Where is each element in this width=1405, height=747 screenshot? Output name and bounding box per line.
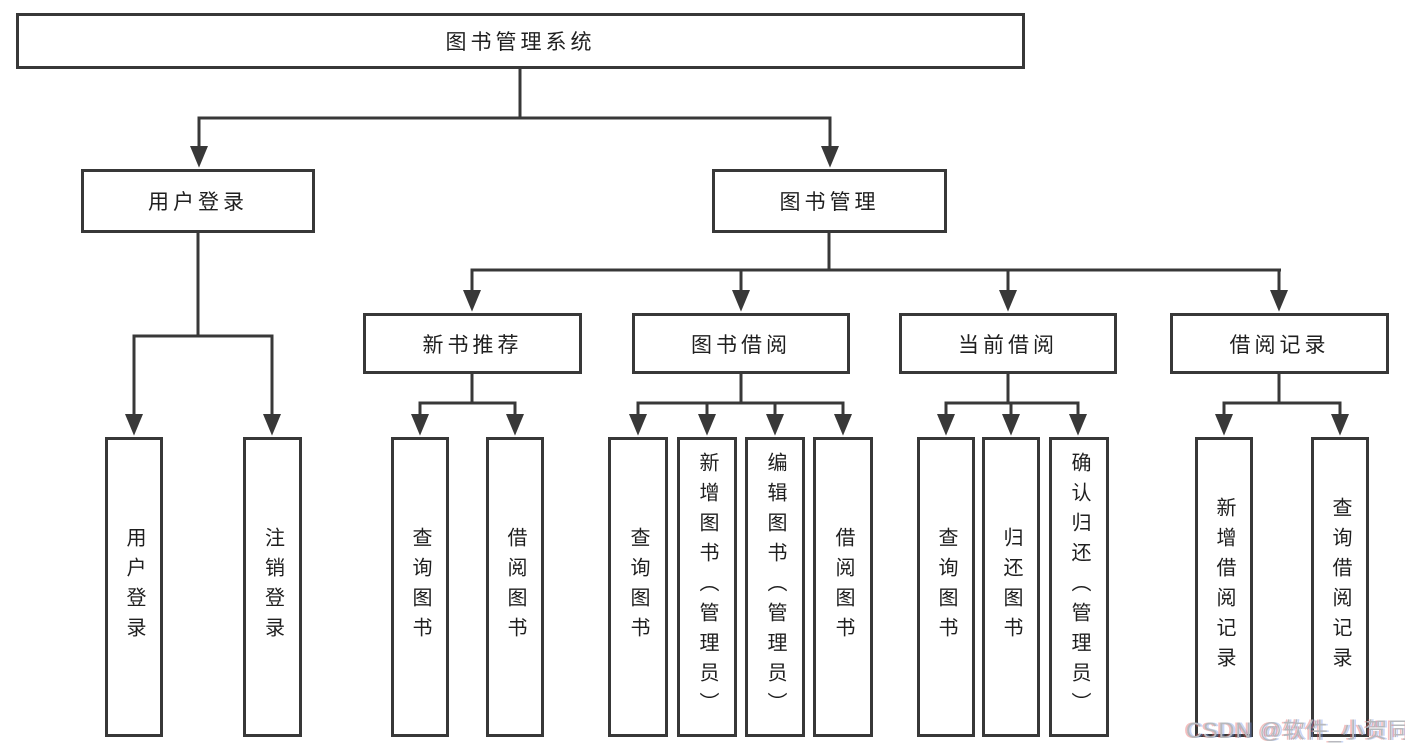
node-label: 借阅图书 bbox=[832, 527, 854, 647]
node-leaf-edit-book-admin: 编辑图书（管理员） bbox=[745, 437, 805, 737]
csdn-watermark: CSDN @软件_小贺同学 bbox=[1186, 718, 1405, 743]
node-label: 当前借阅 bbox=[958, 333, 1058, 357]
node-new-book-recommend: 新书推荐 bbox=[363, 313, 582, 374]
node-leaf-query-books-1: 查询图书 bbox=[391, 437, 449, 737]
node-user-login: 用户登录 bbox=[81, 169, 315, 233]
node-label: 用户登录 bbox=[123, 527, 145, 647]
node-label: 确认归还（管理员） bbox=[1068, 452, 1090, 722]
node-label: 图书管理 bbox=[779, 191, 880, 214]
node-leaf-confirm-return-admin: 确认归还（管理员） bbox=[1049, 437, 1109, 737]
node-label: 查询图书 bbox=[935, 527, 957, 647]
node-book-borrowing: 图书借阅 bbox=[632, 313, 850, 374]
node-label: 查询借阅记录 bbox=[1329, 497, 1351, 677]
node-label: 借阅图书 bbox=[504, 527, 526, 647]
node-label: 借阅记录 bbox=[1229, 333, 1330, 357]
node-label: 注销登录 bbox=[261, 527, 284, 647]
node-label: 查询图书 bbox=[409, 527, 431, 647]
node-leaf-query-books-2: 查询图书 bbox=[608, 437, 668, 737]
node-label: 新书推荐 bbox=[422, 333, 523, 357]
node-borrowing-records: 借阅记录 bbox=[1170, 313, 1389, 374]
node-leaf-borrow-books-2: 借阅图书 bbox=[813, 437, 873, 737]
node-leaf-logout: 注销登录 bbox=[243, 437, 302, 737]
node-leaf-borrow-books-1: 借阅图书 bbox=[486, 437, 544, 737]
node-leaf-query-borrow-record: 查询借阅记录 bbox=[1311, 437, 1369, 737]
node-label: 图书管理系统 bbox=[445, 31, 596, 54]
node-leaf-user-login: 用户登录 bbox=[105, 437, 163, 737]
node-label: 新增图书（管理员） bbox=[696, 452, 718, 722]
node-current-borrowing: 当前借阅 bbox=[899, 313, 1117, 374]
node-book-management: 图书管理 bbox=[712, 169, 947, 233]
node-label: 用户登录 bbox=[148, 191, 248, 214]
node-label: 查询图书 bbox=[627, 527, 649, 647]
node-label: 编辑图书（管理员） bbox=[764, 452, 786, 722]
node-leaf-add-book-admin: 新增图书（管理员） bbox=[677, 437, 737, 737]
node-leaf-query-books-3: 查询图书 bbox=[917, 437, 975, 737]
node-library-management-system: 图书管理系统 bbox=[16, 13, 1025, 69]
node-label: 归还图书 bbox=[1000, 527, 1022, 647]
node-label: 图书借阅 bbox=[691, 333, 791, 357]
node-leaf-add-borrow-record: 新增借阅记录 bbox=[1195, 437, 1253, 737]
node-leaf-return-books: 归还图书 bbox=[982, 437, 1040, 737]
node-label: 新增借阅记录 bbox=[1213, 497, 1235, 677]
